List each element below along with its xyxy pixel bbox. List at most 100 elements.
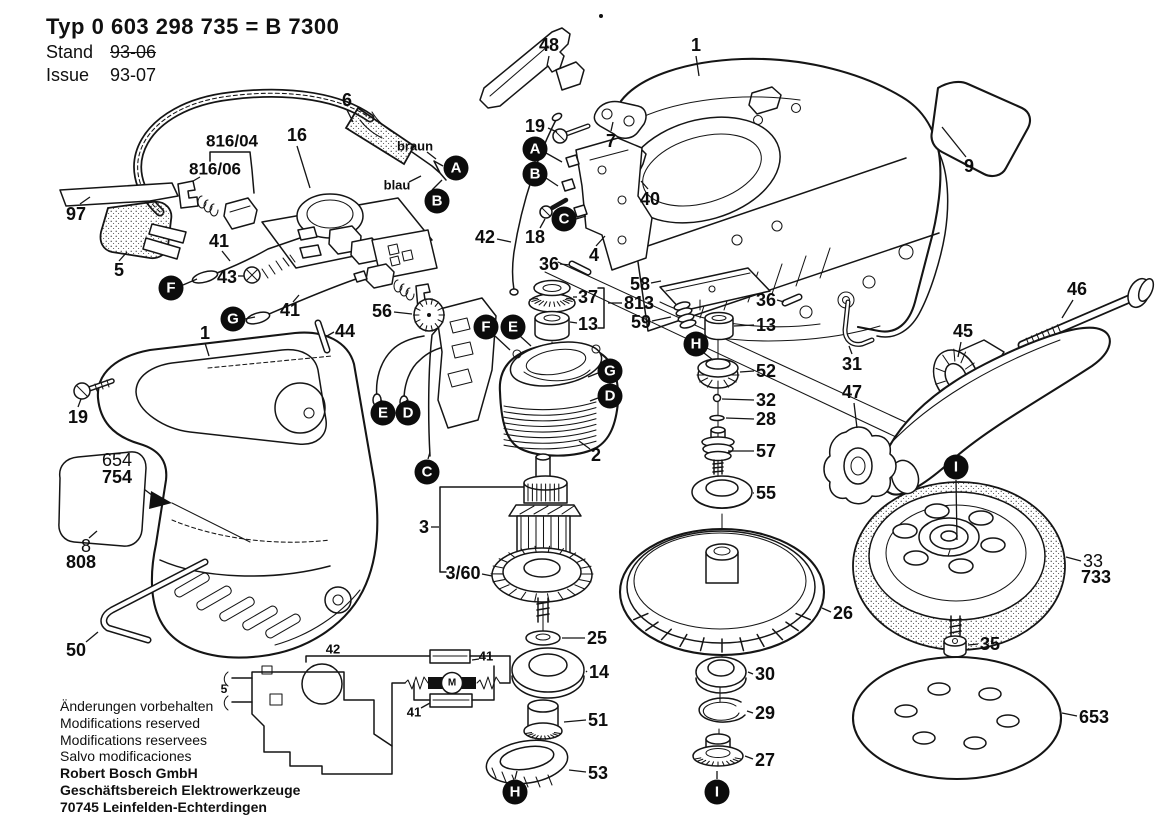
- callout-letter: I: [715, 784, 719, 801]
- decoration-line: [960, 351, 967, 364]
- stand-value: 93-06: [110, 42, 157, 62]
- decoration-line: [744, 755, 754, 760]
- decoration-line: [492, 565, 506, 569]
- note-en: Modifications reserved: [60, 714, 201, 731]
- callout-circle: [522, 136, 548, 162]
- handle-bolt-drawing: [1017, 277, 1155, 350]
- callout-circle: [551, 206, 577, 232]
- callout-e: E: [500, 314, 526, 340]
- leader-lines-layer: [77, 55, 1082, 780]
- decoration-line: [420, 702, 431, 709]
- decoration-line: [703, 352, 714, 361]
- company-division: Geschäftsbereich Elektrowerkzeuge: [60, 781, 301, 798]
- decoration-line: [539, 218, 546, 229]
- fan-drawing: [618, 527, 826, 767]
- callout-h: H: [502, 779, 528, 805]
- part-label-19: 19: [525, 116, 545, 136]
- part-label-97: 97: [66, 204, 86, 224]
- part-label-31: 31: [842, 354, 862, 374]
- callout-c: C: [414, 459, 440, 485]
- part-label-13: 13: [578, 314, 598, 334]
- decoration-line: [650, 280, 662, 284]
- callout-letter: D: [403, 405, 414, 422]
- part-label-36: 36: [756, 290, 776, 310]
- decoration-line: [426, 151, 437, 160]
- callout-letter: H: [510, 784, 521, 801]
- decoration-line: [118, 251, 128, 262]
- decoration-line: [414, 307, 421, 311]
- callout-g: G: [597, 358, 623, 384]
- decoration-line: [494, 335, 511, 351]
- part-label-41: 41: [209, 231, 229, 251]
- issue-value: 93-07: [110, 64, 157, 85]
- registration-dot: [599, 14, 603, 18]
- decoration-line: [545, 177, 559, 187]
- decoration-line: [957, 341, 962, 358]
- callout-letter: A: [451, 160, 462, 177]
- decoration-line: [557, 591, 564, 601]
- wire-clip-drawing: [842, 299, 875, 347]
- decoration-line: [408, 175, 422, 183]
- callout-letter: G: [227, 311, 239, 328]
- decoration-line: [935, 380, 946, 385]
- decoration-line: [645, 621, 659, 632]
- decoration-line: [721, 761, 725, 767]
- decoration-line: [756, 633, 765, 648]
- part-label-33: 33: [1083, 551, 1103, 571]
- part-label-18: 18: [525, 227, 545, 247]
- callout-circle: [502, 779, 528, 805]
- switch-assembly-drawing: [261, 193, 438, 310]
- decoration-line: [727, 377, 737, 383]
- decoration-line: [529, 297, 539, 300]
- callout-circle: [522, 161, 548, 187]
- decoration-line: [182, 278, 198, 286]
- callout-letter: I: [954, 459, 958, 476]
- callout-circle: [943, 454, 969, 480]
- type-number: 0 603 298 735: [91, 14, 239, 39]
- callout-letter: E: [508, 319, 518, 336]
- decoration-line: [534, 735, 539, 740]
- decoration-line: [695, 55, 700, 77]
- decoration-line: [538, 300, 545, 306]
- decoration-line: [729, 759, 736, 764]
- decoration-line: [530, 734, 536, 739]
- decoration-line: [585, 670, 588, 673]
- decoration-line: [545, 152, 563, 163]
- decoration-line: [498, 584, 510, 590]
- part-label-26: 26: [833, 603, 853, 623]
- decoration-line: [559, 300, 566, 306]
- decoration-line: [471, 658, 480, 661]
- part-label-1: 1: [691, 35, 701, 55]
- part-label-5: 5: [114, 260, 124, 280]
- part-label-M: M: [448, 678, 456, 689]
- decoration-line: [693, 757, 702, 760]
- callout-circle: [597, 358, 623, 384]
- decoration-line: [955, 479, 958, 541]
- callout-c: C: [551, 206, 577, 232]
- sticker-drawing: [930, 80, 1032, 178]
- decoration-line: [705, 760, 710, 766]
- gear-column-drawing: [691, 293, 803, 510]
- field-stator-drawing: [498, 341, 620, 457]
- cord-protector: [344, 106, 416, 166]
- company-name: Robert Bosch GmbH: [60, 765, 198, 782]
- decoration-line: [492, 579, 506, 583]
- armature-drawing: [439, 453, 594, 623]
- decoration-line: [547, 127, 558, 133]
- left-housing-drawing: [96, 331, 379, 659]
- note-fr: Modifications reservees: [60, 731, 208, 748]
- decoration-line: [77, 398, 82, 408]
- callout-e: E: [370, 400, 396, 426]
- part-label-28: 28: [756, 409, 776, 429]
- callout-letter: A: [530, 141, 541, 158]
- decoration-line: [595, 235, 606, 247]
- decoration-line: [696, 758, 704, 762]
- callout-circle: [473, 314, 499, 340]
- part-label-16: 16: [287, 125, 307, 145]
- decoration-line: [326, 331, 335, 337]
- part-label-35: 35: [980, 634, 1000, 654]
- decoration-line: [785, 621, 799, 632]
- part-label-45: 45: [953, 321, 973, 341]
